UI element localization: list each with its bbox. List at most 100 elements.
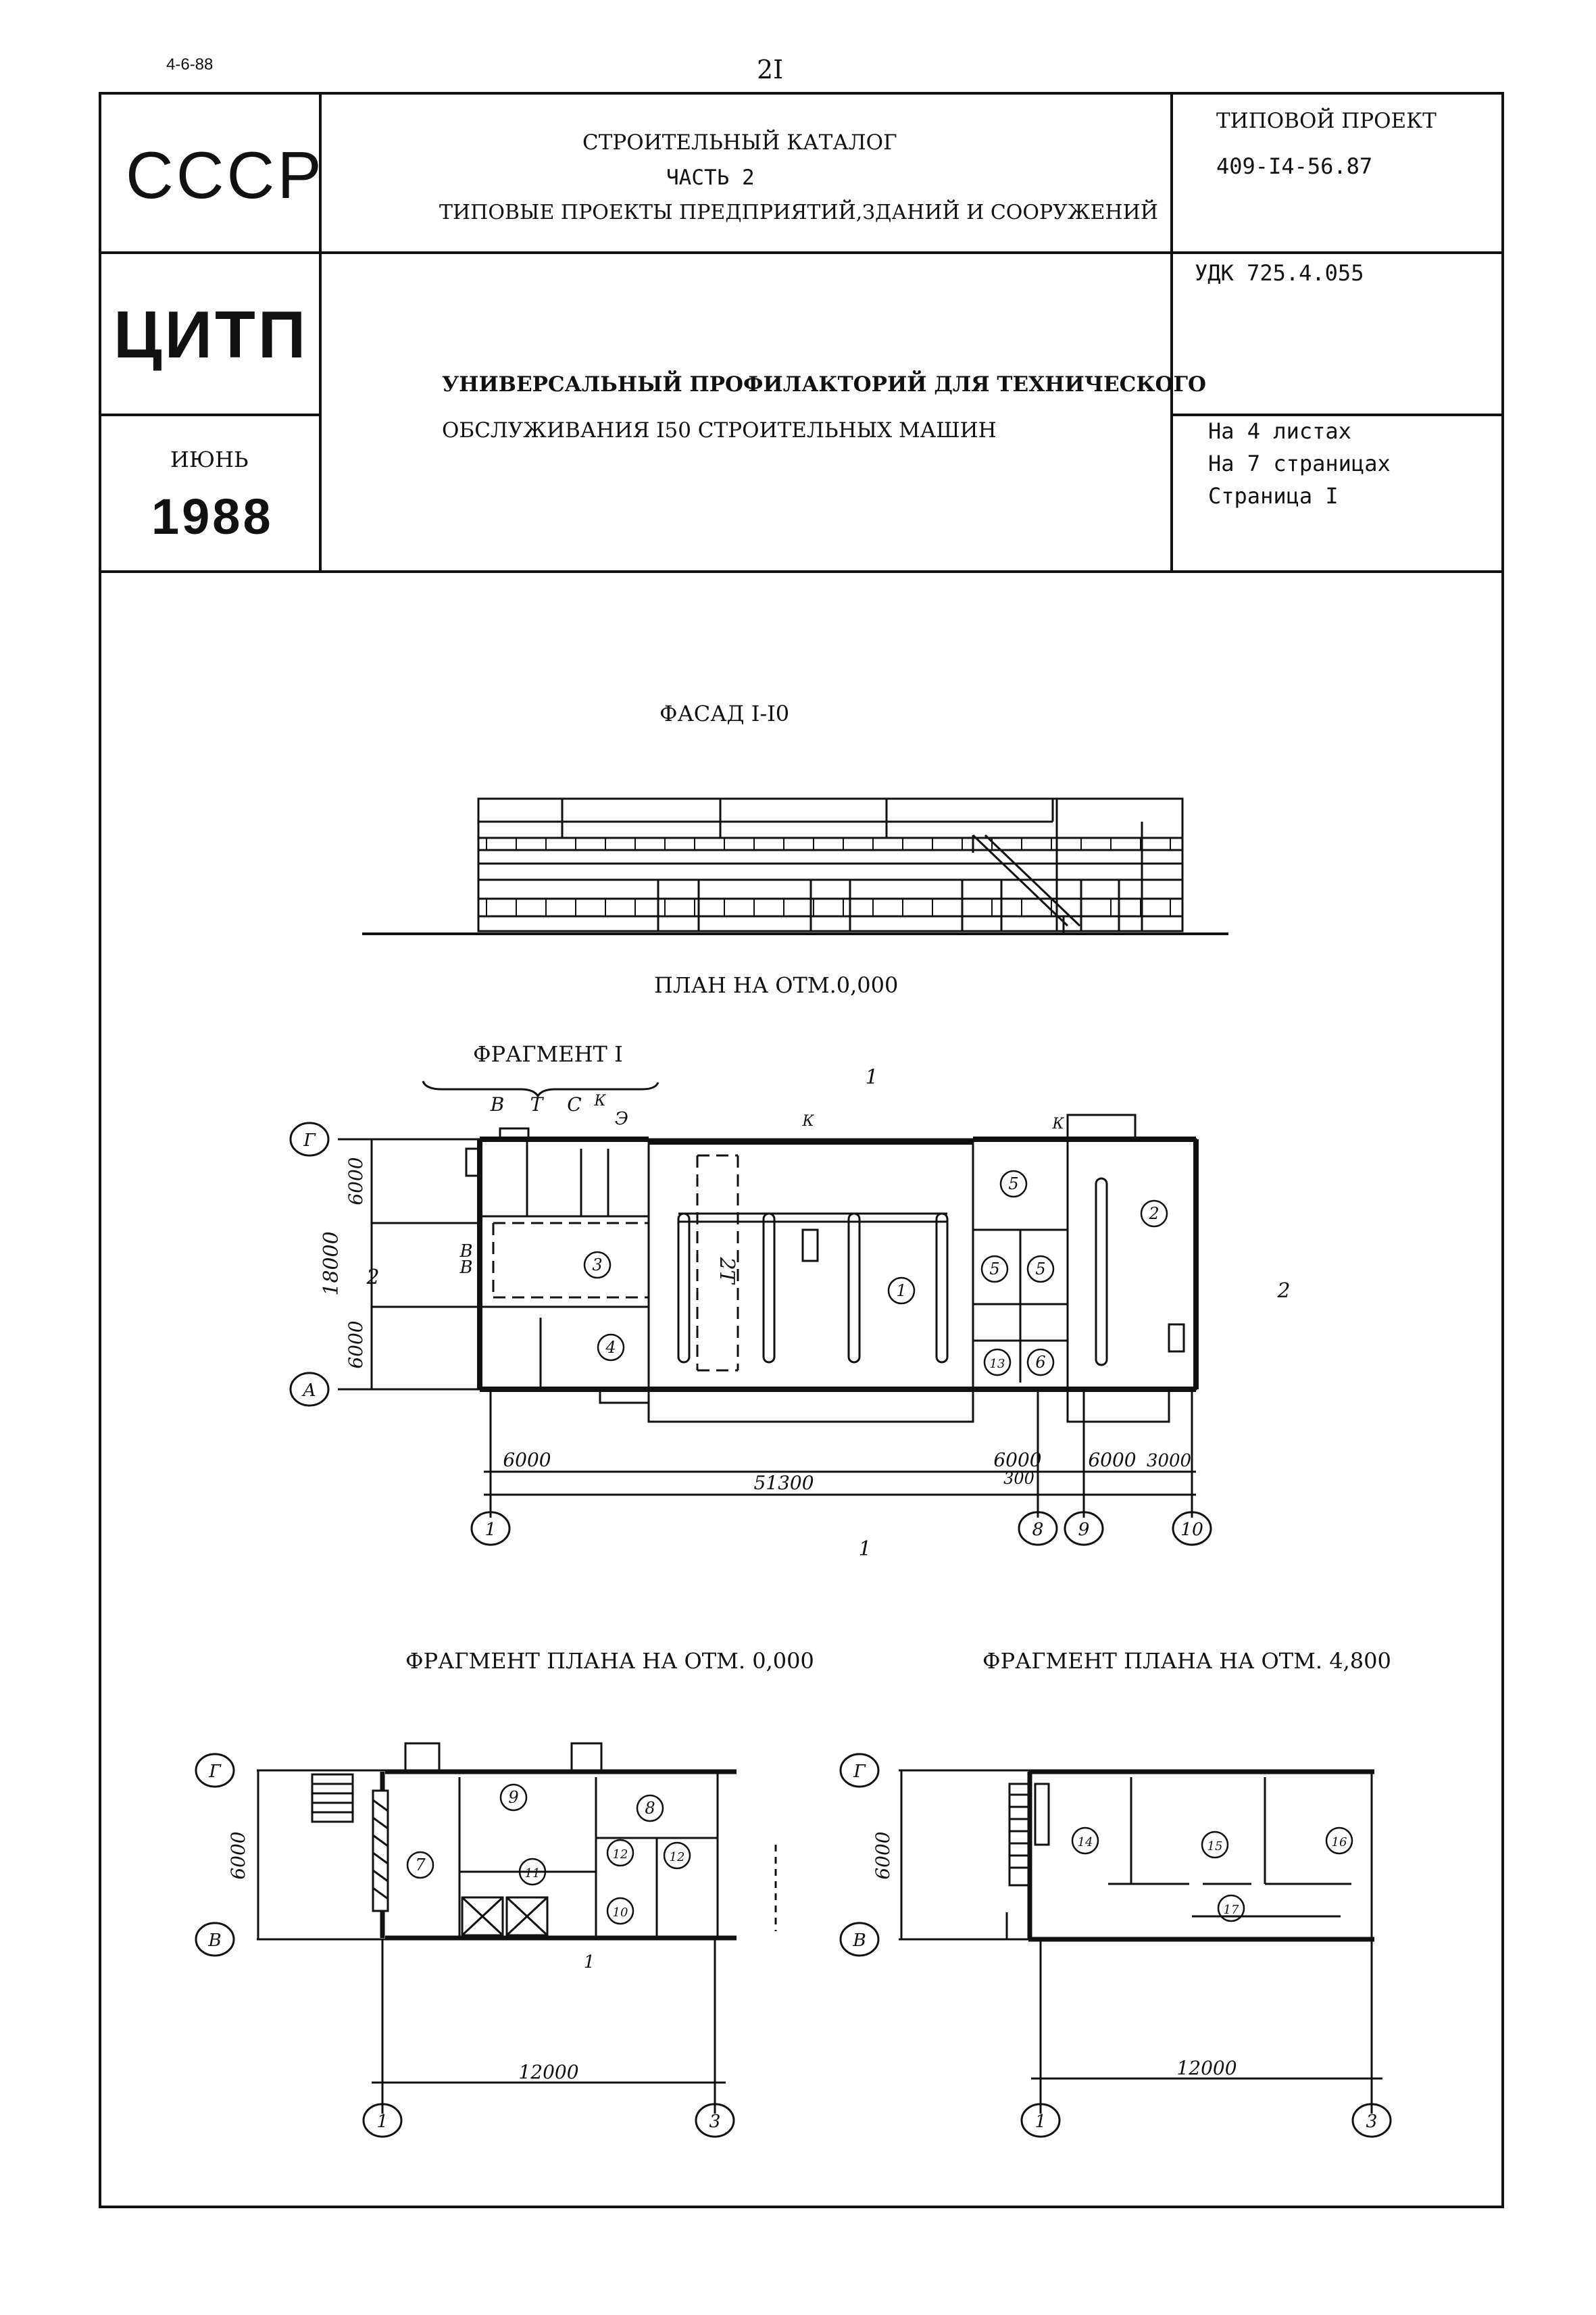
frag1-room-12a: 12 <box>606 1839 634 1867</box>
room-marker-5c-label: 5 <box>1035 1260 1045 1278</box>
plan-title: ПЛАН НА ОТМ.0,000 <box>654 972 899 998</box>
catalog-part: ЧАСТЬ 2 <box>666 166 755 190</box>
frag1-room-7: 7 <box>406 1851 434 1879</box>
wall-mark-k-2: К <box>801 1113 814 1130</box>
axis-bubble-row-a-label: А <box>301 1380 316 1401</box>
frag1-room-9: 9 <box>499 1783 528 1812</box>
fragment-1-label: ФРАГМЕНТ I <box>473 1041 623 1067</box>
room-marker-6-label: 6 <box>1035 1353 1045 1372</box>
section-mark-2-right: 2 <box>1276 1279 1290 1303</box>
facade-title: ФАСАД I-I0 <box>659 701 790 726</box>
room-marker-6: 6 <box>1026 1348 1055 1376</box>
section-mark-1-bottom: 1 <box>858 1537 871 1561</box>
wall-mark-v-3: В <box>459 1258 472 1278</box>
room-marker-5b: 5 <box>980 1255 1009 1283</box>
axis-bubble-col-9: 9 <box>1064 1511 1104 1546</box>
frag1-dim-bottom: 12000 <box>518 2061 578 2083</box>
frag1-room-10-label: 10 <box>613 1906 628 1920</box>
room-marker-5c: 5 <box>1026 1255 1055 1283</box>
room-marker-13: 13 <box>983 1348 1012 1376</box>
frag1-cut-mark: 1 <box>584 1952 595 1972</box>
frag1-room-9-label: 9 <box>508 1788 518 1807</box>
dim-vertical-total: 18000 <box>320 1231 343 1295</box>
frag1-axis-col-3-label: 3 <box>709 2111 721 2132</box>
frag2-room-17: 17 <box>1217 1894 1245 1922</box>
frag2-axis-row-v-label: В <box>852 1930 866 1951</box>
dim-vertical-top: 6000 <box>345 1157 367 1205</box>
room-marker-2-label: 2 <box>1148 1204 1159 1223</box>
issue-year: 1988 <box>151 489 274 545</box>
frag2-dim-vertical: 6000 <box>872 1831 894 1879</box>
udk-code: УДК 725.4.055 <box>1195 260 1364 286</box>
frag2-axis-col-3-label: 3 <box>1366 2111 1378 2132</box>
wall-mark-t: Т <box>530 1093 545 1116</box>
room-marker-3-label: 3 <box>592 1255 602 1274</box>
dim-bottom-1: 6000 <box>503 1449 551 1471</box>
object-name-line-2: ОБСЛУЖИВАНИЯ I50 СТРОИТЕЛЬНЫХ МАШИН <box>442 418 997 443</box>
frag2-room-15-label: 15 <box>1207 1839 1223 1853</box>
frag2-room-14-label: 14 <box>1078 1835 1093 1849</box>
issue-month: ИЮНЬ <box>170 447 249 472</box>
title-block-row-line-1 <box>99 251 1504 254</box>
title-block-row-line-2 <box>99 414 320 416</box>
frag2-room-16: 16 <box>1325 1826 1353 1855</box>
wall-mark-s: С <box>567 1093 581 1116</box>
frag1-dim-vertical: 6000 <box>227 1831 249 1879</box>
axis-bubble-col-8: 8 <box>1018 1511 1058 1546</box>
frag1-axis-row-g: Г <box>195 1753 235 1788</box>
project-label: ТИПОВОЙ ПРОЕКТ <box>1216 109 1437 133</box>
wall-mark-v-2: В <box>459 1241 472 1262</box>
title-block-bottom-line <box>99 570 1504 573</box>
frag1-room-8: 8 <box>636 1794 664 1822</box>
room-marker-2: 2 <box>1140 1199 1168 1228</box>
project-number: 409-I4-56.87 <box>1216 153 1373 179</box>
frag1-axis-row-v: В <box>195 1922 235 1957</box>
dim-bottom-2: 6000 <box>993 1449 1041 1471</box>
section-mark-2-left: 2 <box>366 1266 379 1289</box>
axis-bubble-row-g-label: Г <box>303 1130 316 1151</box>
frag1-room-12b-label: 12 <box>670 1850 685 1864</box>
frag1-room-8-label: 8 <box>645 1799 655 1818</box>
frag2-axis-row-v: В <box>839 1922 880 1957</box>
dim-vertical-bottom: 6000 <box>345 1320 367 1368</box>
frag2-dim-bottom: 12000 <box>1176 2057 1237 2079</box>
org-ussr: СССР <box>126 138 324 212</box>
axis-bubble-col-9-label: 9 <box>1078 1519 1090 1540</box>
room-marker-5b-label: 5 <box>989 1260 999 1278</box>
room-marker-1: 1 <box>887 1276 916 1305</box>
wall-mark-k-1: К <box>593 1093 606 1110</box>
frag1-axis-col-3: 3 <box>695 2103 735 2138</box>
axis-bubble-row-a: А <box>289 1372 330 1407</box>
room-marker-3: 3 <box>583 1251 612 1279</box>
frag2-room-16-label: 16 <box>1332 1835 1347 1849</box>
axis-bubble-col-1: 1 <box>470 1511 511 1546</box>
frag1-room-11-label: 11 <box>525 1866 541 1881</box>
sheet-count: На 4 листах <box>1208 418 1351 444</box>
wall-mark-e: Э <box>615 1109 628 1129</box>
frag1-axis-row-v-label: В <box>207 1930 222 1951</box>
frag2-axis-col-1: 1 <box>1020 2103 1061 2138</box>
page-count: На 7 страницах <box>1208 451 1391 476</box>
frag2-room-15: 15 <box>1201 1831 1229 1859</box>
room-marker-1-label: 1 <box>896 1281 906 1300</box>
corner-code: 4-6-88 <box>166 55 214 74</box>
section-mark-1-top: 1 <box>865 1066 878 1089</box>
catalog-title: СТРОИТЕЛЬНЫЙ КАТАЛОГ <box>582 130 897 155</box>
frag2-room-14: 14 <box>1071 1826 1099 1855</box>
frag2-axis-col-3: 3 <box>1351 2103 1392 2138</box>
title-block-col-line-2 <box>1170 92 1173 572</box>
frag1-axis-col-1-label: 1 <box>377 2111 389 2132</box>
frag1-room-12a-label: 12 <box>613 1847 628 1862</box>
axis-bubble-row-g: Г <box>289 1122 330 1157</box>
frag2-axis-row-g-label: Г <box>853 1761 866 1782</box>
fragment-plan-4800-title: ФРАГМЕНТ ПЛАНА НА ОТМ. 4,800 <box>982 1648 1391 1674</box>
frag2-axis-row-g: Г <box>839 1753 880 1788</box>
axis-bubble-col-10: 10 <box>1172 1511 1212 1546</box>
room-marker-5a-label: 5 <box>1008 1174 1018 1193</box>
dim-bottom-3: 300 <box>1003 1469 1034 1488</box>
frag1-room-10: 10 <box>606 1897 634 1925</box>
